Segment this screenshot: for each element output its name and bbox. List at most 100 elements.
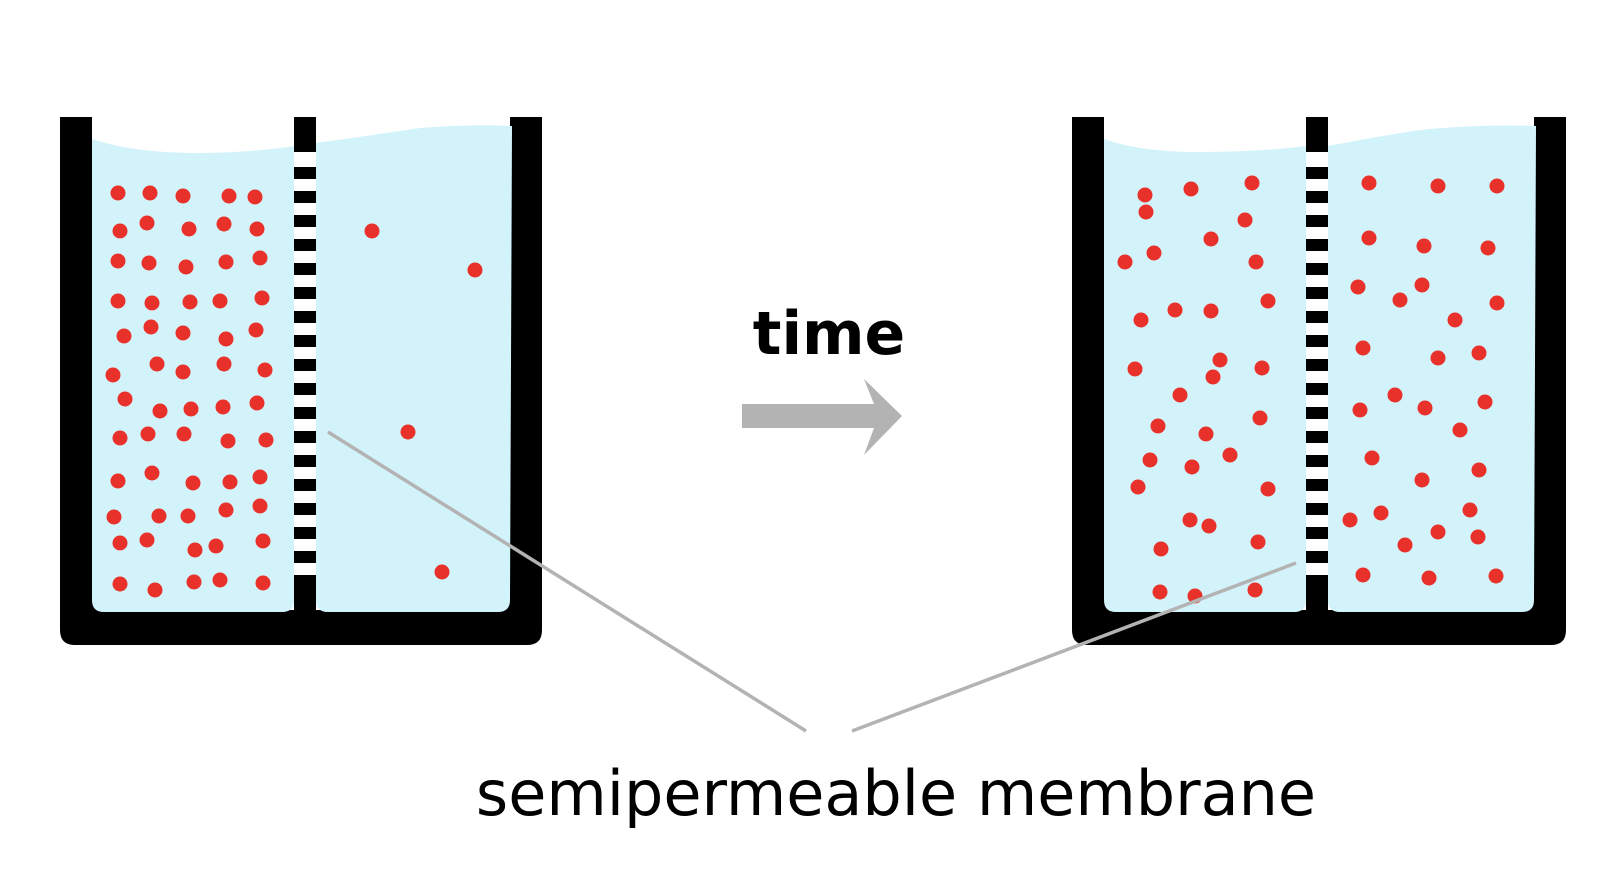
solute-particle <box>1260 293 1276 309</box>
solute-particle <box>1137 187 1153 203</box>
solute-particle <box>1254 360 1270 376</box>
solute-particle <box>257 362 273 378</box>
solute-particle <box>1152 584 1168 600</box>
solute-particle <box>149 356 165 372</box>
membrane-slat <box>1306 239 1328 251</box>
solute-particle <box>1198 426 1214 442</box>
membrane-after-slats <box>1306 167 1328 587</box>
solute-particle <box>175 364 191 380</box>
solute-particle <box>147 582 163 598</box>
membrane-slat <box>294 335 316 347</box>
solute-particle <box>180 508 196 524</box>
solute-particle <box>110 473 126 489</box>
water-after-right-chamber <box>1328 125 1536 612</box>
solute-particle <box>212 293 228 309</box>
membrane-after-bottom <box>1306 585 1328 612</box>
solute-particle <box>1471 462 1487 478</box>
solute-particle <box>249 395 265 411</box>
membrane-slat <box>294 575 316 587</box>
solute-particle <box>178 259 194 275</box>
membrane-slat <box>1306 407 1328 419</box>
membrane-slat <box>1306 383 1328 395</box>
solute-particle <box>175 188 191 204</box>
solute-particle <box>186 574 202 590</box>
solute-particle <box>1182 512 1198 528</box>
membrane-slat <box>294 167 316 179</box>
solute-particle <box>247 189 263 205</box>
solute-particle <box>1212 352 1228 368</box>
solute-particle <box>1183 181 1199 197</box>
membrane-slat <box>1306 287 1328 299</box>
particles-before <box>105 185 483 598</box>
membrane-slat <box>294 503 316 515</box>
membrane-slat <box>1306 431 1328 443</box>
solute-particle <box>1452 422 1468 438</box>
solute-particle <box>1364 450 1380 466</box>
container-before <box>60 117 542 645</box>
membrane-before-slats <box>294 167 316 587</box>
membrane-slat <box>1306 359 1328 371</box>
membrane-after-top <box>1306 117 1328 152</box>
membrane-slat <box>294 263 316 275</box>
solute-particle <box>1361 175 1377 191</box>
membrane-slat <box>1306 479 1328 491</box>
membrane-slat <box>294 383 316 395</box>
solute-particle <box>216 216 232 232</box>
solute-particle <box>1150 418 1166 434</box>
solute-particle <box>112 430 128 446</box>
membrane-callout-lines <box>327 430 1297 733</box>
solute-particle <box>181 221 197 237</box>
solute-particle <box>1387 387 1403 403</box>
solute-particle <box>1350 279 1366 295</box>
solute-particle <box>218 254 234 270</box>
solute-particle <box>110 293 126 309</box>
membrane-slat <box>1306 311 1328 323</box>
solute-particle <box>222 474 238 490</box>
water-before-left-chamber <box>92 139 294 612</box>
solute-particle <box>1201 518 1217 534</box>
solute-particle <box>144 295 160 311</box>
solute-particle <box>1142 452 1158 468</box>
membrane-slat <box>1306 575 1328 587</box>
solute-particle <box>141 255 157 271</box>
solute-particle <box>1146 245 1162 261</box>
solute-particle <box>1430 524 1446 540</box>
solute-particle <box>1222 447 1238 463</box>
particles-after <box>1117 175 1505 604</box>
solute-particle <box>1184 459 1200 475</box>
solute-particle <box>252 250 268 266</box>
solute-particle <box>105 367 121 383</box>
solute-particle <box>1127 361 1143 377</box>
solute-particle <box>1373 505 1389 521</box>
membrane-slat <box>294 215 316 227</box>
solute-particle <box>1237 212 1253 228</box>
membrane-slat <box>294 407 316 419</box>
membrane-slat <box>294 287 316 299</box>
solute-particle <box>187 542 203 558</box>
arrow-icon <box>742 379 902 455</box>
solute-particle <box>218 502 234 518</box>
solute-particle <box>183 401 199 417</box>
solute-particle <box>1361 230 1377 246</box>
solute-particle <box>1477 394 1493 410</box>
solute-particle <box>1117 254 1133 270</box>
membrane-slat <box>1306 551 1328 563</box>
membrane-slat <box>1306 503 1328 515</box>
solute-particle <box>116 328 132 344</box>
solute-particle <box>1203 303 1219 319</box>
solute-particle <box>255 533 271 549</box>
solute-particle <box>1342 512 1358 528</box>
solute-particle <box>1172 387 1188 403</box>
membrane-slat <box>1306 215 1328 227</box>
membrane-slat <box>294 431 316 443</box>
membrane-before-bottom <box>294 585 316 612</box>
solute-particle <box>1252 410 1268 426</box>
solute-particle <box>1260 481 1276 497</box>
solute-particle <box>1153 541 1169 557</box>
solute-particle <box>1392 292 1408 308</box>
solute-particle <box>182 294 198 310</box>
membrane-slat <box>1306 335 1328 347</box>
solute-particle <box>212 572 228 588</box>
solute-particle <box>1489 178 1505 194</box>
